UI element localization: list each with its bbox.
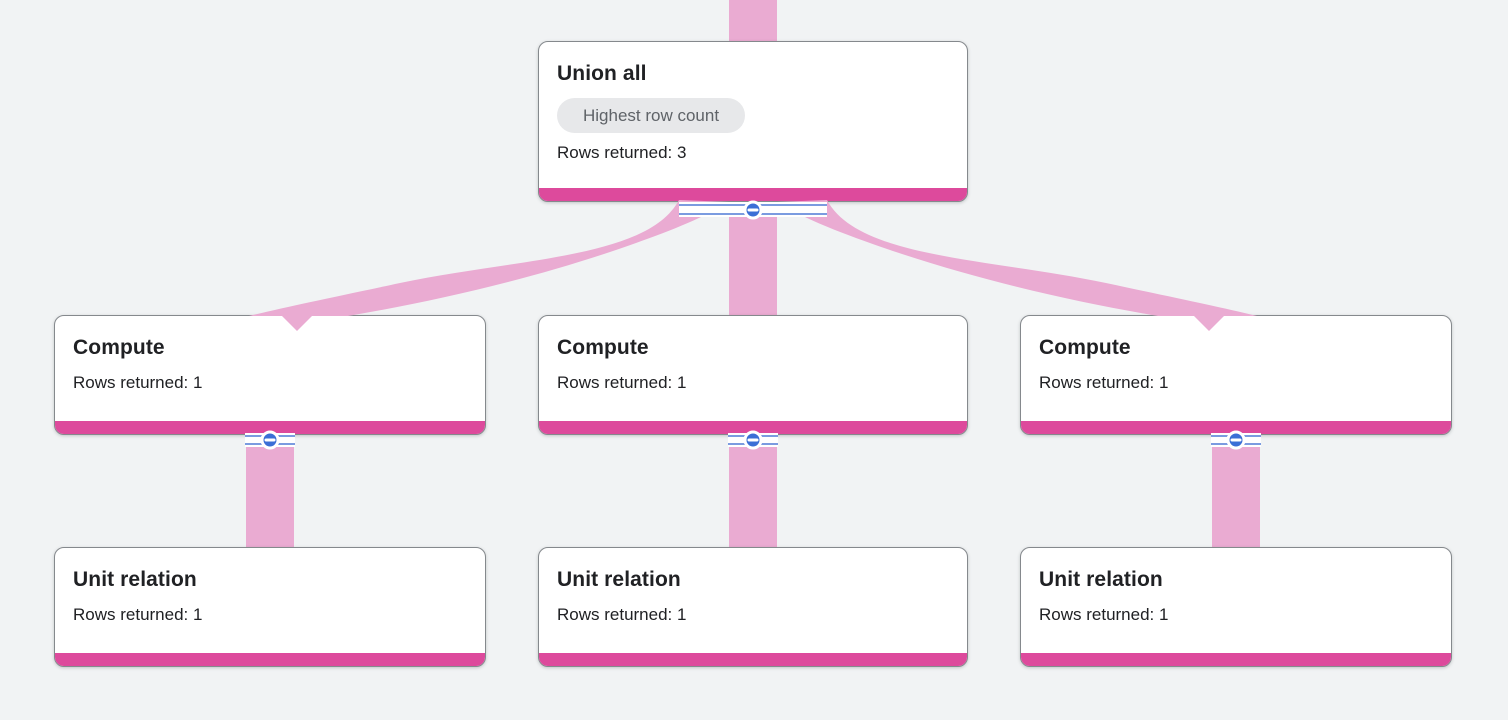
minus-icon [747,208,759,211]
edge-union-to-compute-3 [777,200,1257,331]
node-accent-bar [1021,421,1451,434]
rows-returned-label: Rows returned: 1 [73,605,203,624]
node-accent-bar [539,653,967,666]
node-title: Unit relation [73,568,197,591]
node-title: Unit relation [1039,568,1163,591]
collapse-button[interactable] [743,200,763,219]
collapse-handle-compute-3 [1211,430,1261,450]
node-title: Union all [557,62,647,85]
edge-compute-1-to-unit-1 [246,432,294,552]
rows-returned-label: Rows returned: 1 [73,373,203,392]
node-accent-bar [539,188,967,201]
node-accent-bar [539,421,967,434]
node-accent-bar [55,653,485,666]
node-compute-1[interactable]: Compute Rows returned: 1 [54,315,486,435]
collapse-handle-compute-1 [245,430,295,450]
rows-returned-label: Rows returned: 1 [1039,605,1169,624]
collapse-button[interactable] [260,430,280,450]
edge-union-to-compute-1 [249,200,729,331]
collapse-handle-compute-2 [728,430,778,450]
minus-icon [1230,438,1242,442]
node-title: Compute [73,336,165,359]
minus-icon [747,438,759,442]
node-unit-relation-2[interactable]: Unit relation Rows returned: 1 [538,547,968,667]
edge-compute-3-to-unit-3 [1212,432,1260,552]
node-compute-2[interactable]: Compute Rows returned: 1 [538,315,968,435]
highest-row-count-badge: Highest row count [557,98,746,133]
rows-returned-label: Rows returned: 3 [557,143,687,162]
node-compute-3[interactable]: Compute Rows returned: 1 [1020,315,1452,435]
minus-icon [264,438,276,442]
rows-returned-label: Rows returned: 1 [1039,373,1169,392]
node-unit-relation-1[interactable]: Unit relation Rows returned: 1 [54,547,486,667]
node-accent-bar [55,421,485,434]
node-title: Compute [557,336,649,359]
edge-compute-2-to-unit-2 [729,432,777,552]
node-title: Unit relation [557,568,681,591]
node-unit-relation-3[interactable]: Unit relation Rows returned: 1 [1020,547,1452,667]
node-title: Compute [1039,336,1131,359]
collapse-button[interactable] [1226,430,1246,450]
collapse-button[interactable] [743,430,763,450]
node-accent-bar [1021,653,1451,666]
collapse-handle-union [679,200,827,219]
rows-returned-label: Rows returned: 1 [557,605,687,624]
node-union-all[interactable]: Union all Highest row count Rows returne… [538,41,968,202]
rows-returned-label: Rows returned: 1 [557,373,687,392]
